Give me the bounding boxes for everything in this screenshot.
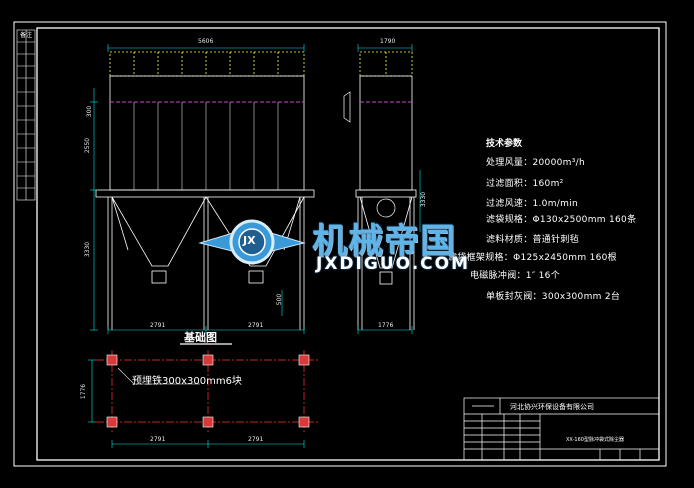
side-roof-hidden: [359, 51, 413, 77]
side-discharge-valve: [379, 271, 393, 285]
side-ring-beam: [355, 189, 417, 198]
outer-border: [13, 21, 667, 467]
company-name: 河北协兴环保设备有限公司: [510, 403, 594, 411]
center-lines: [96, 350, 318, 432]
dim-label-2550: 2550: [84, 137, 92, 154]
gear-hub: [238, 228, 266, 256]
foundation-title: 基础图: [184, 331, 217, 344]
watermark-text-en: JXDIGUO.COM: [316, 254, 471, 274]
specs-title: 技术参数: [486, 139, 523, 149]
logo-letters: JX: [243, 234, 256, 247]
watermark-logo: [198, 219, 306, 265]
spec-row-area: 过滤面积：160m²: [486, 179, 564, 189]
filter-body: [109, 75, 305, 191]
side-body: [359, 75, 413, 191]
discharge-valve-2: [248, 270, 264, 284]
embed-plates: [106, 354, 310, 428]
drawing-name: XX-160型脉冲袋式除尘器: [566, 437, 624, 443]
discharge-valve-1: [151, 270, 167, 284]
side-ladder: [343, 91, 351, 123]
dim-label-top-width: 5606: [198, 38, 214, 45]
revision-corner-label: 备注: [20, 32, 33, 39]
front-view: [90, 44, 315, 334]
ring-beam: [95, 189, 315, 198]
revision-column: [16, 29, 36, 201]
inner-border: [36, 27, 660, 461]
inspection-door: [376, 198, 396, 218]
support-legs: [107, 197, 305, 330]
side-legs: [357, 197, 415, 330]
dim-label-side-width: 1790: [380, 38, 396, 45]
dim-left-heights: [90, 88, 98, 331]
spec-row-airflow: 处理风量：20000m³/h: [486, 158, 585, 168]
dim-label-bottom-2: 2791: [248, 322, 264, 329]
dim-side-width: [357, 44, 413, 52]
dim-label-bottom-1: 2791: [150, 322, 166, 329]
dim-label-500: 500: [276, 293, 284, 306]
dim-bottom: [107, 290, 305, 334]
title-block: [463, 397, 660, 461]
embed-plate-note: 预埋铁300x300mm6块: [132, 376, 242, 387]
spec-row-velocity: 过滤风速：1.0m/min: [486, 199, 578, 209]
dim-label-3330: 3330: [84, 241, 92, 258]
dim-label-side-height: 3330: [420, 191, 428, 208]
bag-lines: [133, 102, 279, 190]
side-hopper: [359, 196, 413, 269]
spec-row-valve: 电磁脉冲阀：1″ 16个: [470, 271, 561, 281]
foundation-dims: [88, 359, 305, 448]
side-view: [343, 44, 421, 334]
leader-line: [117, 367, 135, 385]
dim-label-300: 300: [86, 105, 94, 118]
spec-row-cage: 滤袋框架规格：Φ125x2450mm 160根: [448, 253, 617, 263]
watermark-text-cn: 机械帝国: [312, 222, 457, 262]
dim-side-right: [357, 170, 421, 334]
spec-row-gate: 单板封灰阀：300x300mm 2台: [486, 292, 621, 302]
dim-top-width: [107, 44, 305, 52]
roof-hidden-lines: [109, 51, 305, 77]
dim-label-bottom-side: 1776: [378, 322, 394, 329]
dim-label-base-left: 1776: [80, 383, 88, 400]
spec-row-material: 滤料材质：普通针刺毡: [486, 235, 580, 245]
spec-row-bag-size: 滤袋规格：Φ130x2500mm 160条: [486, 215, 637, 225]
dim-label-base-1: 2791: [150, 436, 166, 443]
dim-label-base-2: 2791: [248, 436, 264, 443]
foundation-plan: [88, 343, 318, 448]
